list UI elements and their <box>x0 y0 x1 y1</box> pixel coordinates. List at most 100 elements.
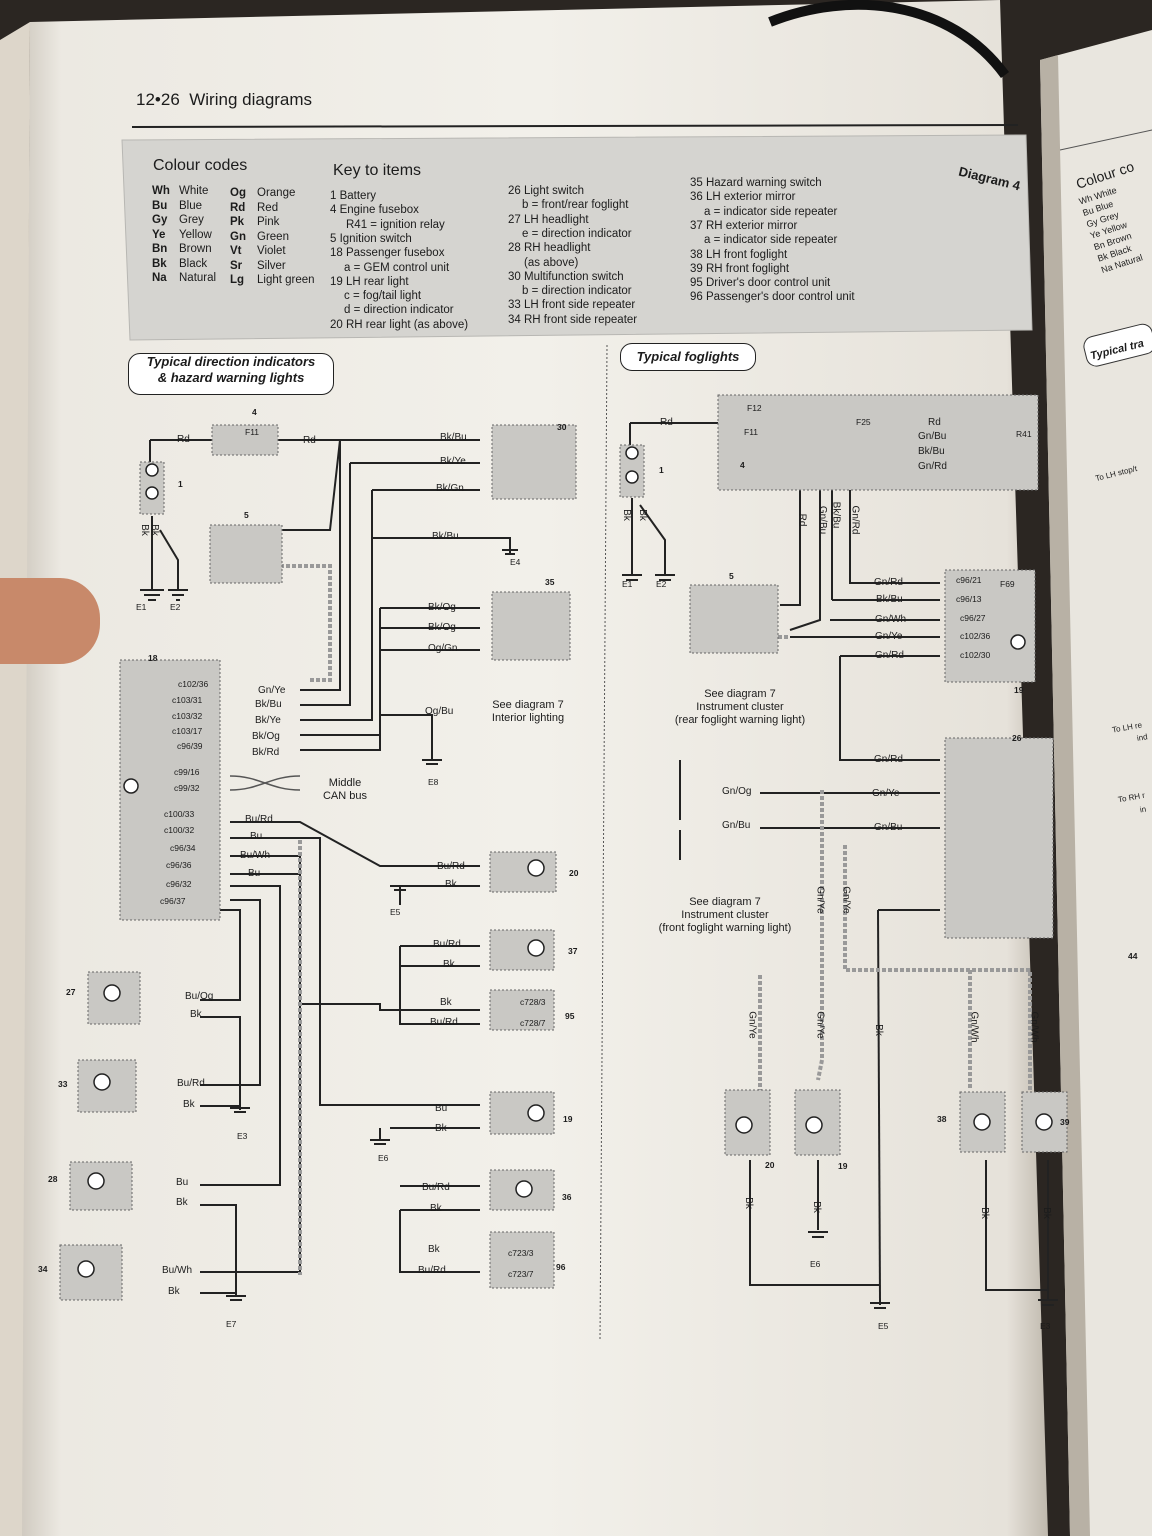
wire-label: Bk <box>636 509 648 521</box>
earth-label: E1 <box>136 602 147 612</box>
item-number: 4 <box>740 460 745 470</box>
wire-label: Bu/Rd <box>430 1017 458 1028</box>
interior-note-line1: See diagram 7 <box>492 699 564 711</box>
item-number: 27 <box>66 987 76 997</box>
wire-label: Bk <box>810 1201 822 1213</box>
wire-label: Gn/Bu <box>874 822 903 833</box>
key-item: 35 Hazard warning switch <box>690 177 822 189</box>
wire-label: Bk <box>742 1197 754 1209</box>
wire-label: Gn/Rd <box>849 505 861 535</box>
right-section-title: Typical foglights <box>620 343 756 371</box>
key-panel <box>121 134 1033 341</box>
item-number: 30 <box>557 422 567 432</box>
colour-code-row: Rd Red <box>230 201 279 215</box>
connector-label: c96/13 <box>956 594 982 604</box>
connector-label: c102/36 <box>960 631 991 641</box>
next-page-title: Colour co <box>1073 158 1136 192</box>
item-number: 34 <box>38 1264 48 1274</box>
item-number: 19 <box>838 1161 848 1171</box>
item-number: 20 <box>765 1160 775 1170</box>
wire-label: Bk <box>148 524 160 536</box>
connector-label: c100/32 <box>164 825 195 835</box>
wire-label: Bu/Rd <box>422 1182 450 1193</box>
colour-name: Violet <box>257 245 286 257</box>
wire-label: Bk/Bu <box>255 699 282 710</box>
wire-label: Bk <box>183 1099 195 1110</box>
fuse-label: F69 <box>1000 579 1015 589</box>
item-number: 19 <box>563 1114 573 1124</box>
wire-label: Gn/Bu <box>918 431 947 442</box>
colour-code: Wh <box>152 185 170 197</box>
left-section-title-line1: Typical direction indicators <box>146 354 316 369</box>
colour-code: Sr <box>230 259 243 272</box>
wire-label: Gn/Ye <box>746 1011 758 1039</box>
wire-label: Bu/Rd <box>433 939 461 950</box>
connector-label: c103/17 <box>172 726 203 736</box>
rear-fog-note-line3: (rear foglight warning light) <box>674 714 806 727</box>
earth-label: E3 <box>1040 1321 1051 1331</box>
wire-label: Gn/Bu <box>722 820 751 831</box>
connector-label: c96/36 <box>166 860 192 870</box>
hazard-switch-35 <box>491 591 571 661</box>
connector-label: c103/32 <box>172 711 203 721</box>
key-item: 4 Engine fusebox <box>330 204 419 217</box>
key-item: 28 RH headlight <box>508 242 591 255</box>
colour-name: Pink <box>257 216 280 228</box>
item-number: 19 <box>1014 685 1024 695</box>
left-fusebox-4 <box>211 424 279 456</box>
item-number: 20 <box>569 868 579 878</box>
colour-code: Bu <box>152 199 168 212</box>
next-page-section: Typical tra <box>1089 337 1146 363</box>
ignition-switch-5 <box>209 524 283 584</box>
earth-label: E5 <box>390 907 401 917</box>
key-item: 36 LH exterior mirror <box>690 191 796 204</box>
earth-label: E6 <box>810 1259 821 1269</box>
colour-code: Gy <box>152 214 168 226</box>
passenger-door-96 <box>489 1231 555 1289</box>
colour-name: Natural <box>179 272 217 284</box>
rear-fog-note-line1: See diagram 7 <box>704 688 776 700</box>
connector-label: c99/16 <box>174 767 200 777</box>
wire-label: Bk/Ye <box>255 715 281 726</box>
colour-code: Rd <box>230 201 246 214</box>
thumb <box>0 578 100 664</box>
colour-code: Vt <box>230 245 242 257</box>
key-item: 39 RH front foglight <box>690 262 790 275</box>
connector-label: c96/27 <box>960 613 986 623</box>
wire-label: Gn/Rd <box>874 577 903 588</box>
key-item: a = GEM control unit <box>344 261 450 274</box>
earth-label: E7 <box>226 1319 237 1329</box>
wire-label: Bk/Bu <box>918 446 945 457</box>
wire-label: Rd <box>303 435 316 446</box>
wire-label: Bk/Ye <box>440 456 466 467</box>
wire-label: Bk/Og <box>428 602 456 613</box>
wire-label: Rd <box>796 513 808 527</box>
wire-label: Rd <box>177 434 190 445</box>
connector-label: c728/7 <box>520 1018 546 1028</box>
colour-code: Bk <box>152 257 167 270</box>
wire-label: Bu/Wh <box>240 850 271 861</box>
colour-code-row: Bu Blue <box>152 199 203 213</box>
wire-label: Bk <box>430 1203 442 1214</box>
next-page-note: ind <box>1136 732 1149 743</box>
item-number: 4 <box>252 407 257 417</box>
wire-label: Bk <box>443 959 455 970</box>
earth-label: E1 <box>622 579 633 589</box>
colour-name: Blue <box>179 199 203 212</box>
colour-name: Red <box>257 201 279 214</box>
wire-label: Bk <box>440 997 452 1008</box>
item-number: 1 <box>659 465 664 475</box>
lh-headlight-27 <box>87 971 141 1025</box>
diagram-label: Diagram 4 <box>957 163 1022 194</box>
wire-label: Bk <box>435 1123 447 1134</box>
wire-label: Gn/Rd <box>875 650 904 661</box>
wire-label: Bk <box>620 509 632 521</box>
multifunction-switch-30 <box>491 424 577 500</box>
colour-name: Black <box>179 257 208 270</box>
